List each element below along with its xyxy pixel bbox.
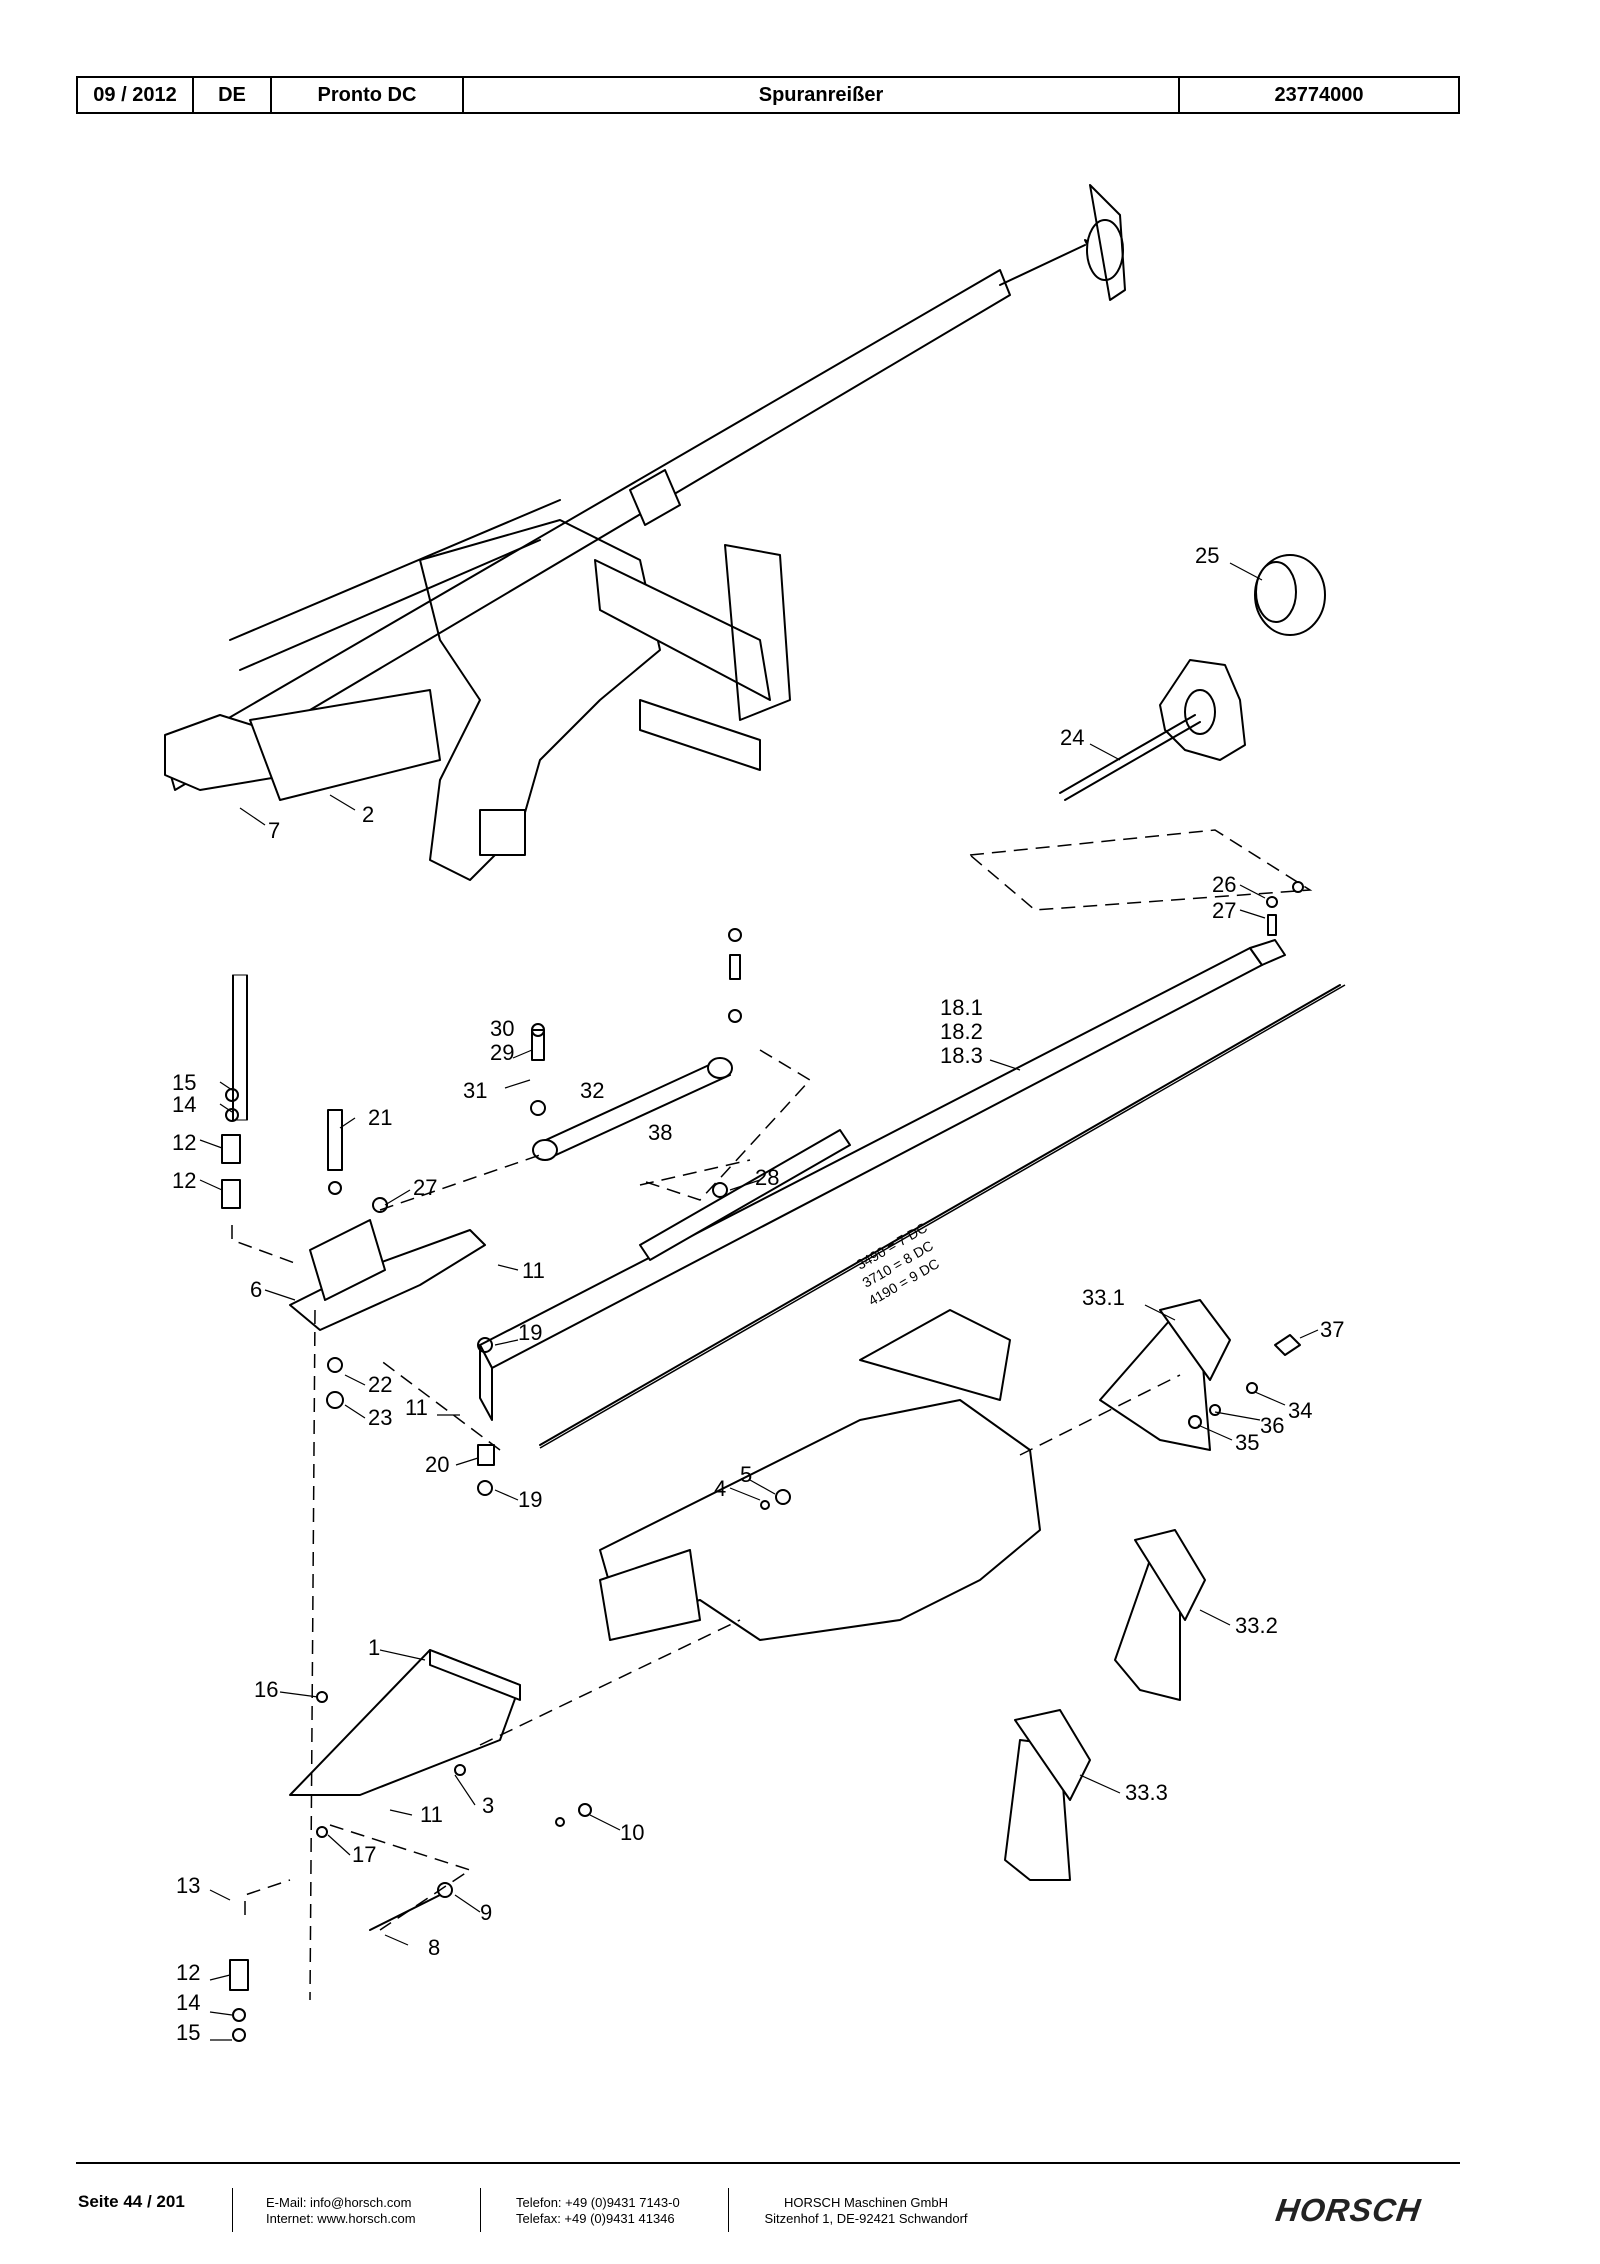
label-36: 36 [1260, 1413, 1284, 1438]
header-language: DE [194, 78, 272, 112]
label-31: 31 [463, 1078, 487, 1103]
label-34: 34 [1288, 1398, 1312, 1423]
footer-phone: Telefon: +49 (0)9431 7143-0 [516, 2195, 680, 2210]
link-arm [532, 1057, 733, 1161]
header-date: 09 / 2012 [78, 78, 194, 112]
footer-company: HORSCH Maschinen GmbH [784, 2195, 948, 2210]
label-26: 26 [1212, 872, 1236, 897]
scraper-bracket-33-2 [1114, 1529, 1206, 1701]
marker-beam [479, 939, 1341, 1446]
label-1: 1 [368, 1635, 380, 1660]
label-27-lower: 27 [413, 1175, 437, 1200]
footer-internet: Internet: www.horsch.com [266, 2211, 416, 2226]
label-6: 6 [250, 1277, 262, 1302]
label-33-1: 33.1 [1082, 1285, 1125, 1310]
scraper-bracket-33-1 [1099, 1299, 1231, 1451]
folded-marker-assembly [164, 184, 1126, 881]
label-11-bracket: 11 [522, 1258, 545, 1283]
label-4: 4 [714, 1476, 726, 1501]
label-12-lower: 12 [176, 1960, 200, 1985]
label-7: 7 [268, 818, 280, 843]
label-11-beam: 11 [405, 1395, 428, 1420]
label-25: 25 [1195, 543, 1219, 568]
label-24: 24 [1060, 725, 1084, 750]
assembly-dash-lines [231, 829, 1313, 2001]
footer-fax: Telefax: +49 (0)9431 41346 [516, 2211, 675, 2226]
page-number: Seite 44 / 201 [78, 2192, 185, 2211]
label-12-middle: 12 [172, 1168, 196, 1193]
label-12-upper: 12 [172, 1130, 196, 1155]
label-3: 3 [482, 1793, 494, 1818]
label-15-lower: 15 [176, 2020, 200, 2045]
label-35: 35 [1235, 1430, 1259, 1455]
header-title: Spuranreißer [464, 78, 1180, 112]
label-28: 28 [755, 1165, 779, 1190]
label-5: 5 [740, 1462, 752, 1487]
label-8: 8 [428, 1935, 440, 1960]
fasteners [221, 881, 1304, 2042]
label-29: 29 [490, 1040, 514, 1065]
label-33-3: 33.3 [1125, 1780, 1168, 1805]
footer-company-block: HORSCH Maschinen GmbH Sitzenhof 1, DE-92… [762, 2195, 970, 2227]
label-15-upper: 15 [172, 1070, 196, 1095]
label-23: 23 [368, 1405, 392, 1430]
footer-contact-phone: Telefon: +49 (0)9431 7143-0 Telefax: +49… [516, 2195, 680, 2227]
scraper-bracket-33-3 [1004, 1709, 1091, 1881]
header-table: 09 / 2012 DE Pronto DC Spuranreißer 2377… [76, 76, 1460, 114]
footer-separator [480, 2188, 481, 2232]
label-2: 2 [362, 802, 374, 827]
label-11-lower: 11 [420, 1802, 443, 1827]
label-22: 22 [368, 1372, 392, 1397]
label-20: 20 [425, 1452, 449, 1477]
header-part-number: 23774000 [1274, 83, 1364, 106]
label-9: 9 [480, 1900, 492, 1925]
label-27-upper: 27 [1212, 898, 1236, 923]
footer-contact-web: E-Mail: info@horsch.com Internet: www.ho… [266, 2195, 416, 2227]
label-13: 13 [176, 1873, 200, 1898]
label-10: 10 [620, 1820, 644, 1845]
footer-separator [728, 2188, 729, 2232]
header-model: Pronto DC [272, 78, 464, 112]
frame-section [599, 1309, 1041, 1641]
label-32: 32 [580, 1078, 604, 1103]
label-18-3: 18.3 [940, 1043, 983, 1068]
marker-disc-assembly [1059, 554, 1326, 801]
footer-rule [76, 2162, 1460, 2164]
footer-email: E-Mail: info@horsch.com [266, 2195, 412, 2210]
label-38: 38 [648, 1120, 672, 1145]
mounting-bracket [289, 1219, 486, 1331]
label-16: 16 [254, 1677, 278, 1702]
footer-address: Sitzenhof 1, DE-92421 Schwandorf [764, 2211, 968, 2226]
label-14-lower: 14 [176, 1990, 200, 2015]
label-19-upper: 19 [518, 1320, 542, 1345]
label-33-2: 33.2 [1235, 1613, 1278, 1638]
label-17: 17 [352, 1842, 376, 1867]
exploded-parts-drawing: 3490 = 7 DC 3710 = 8 DC 4190 = 9 DC [164, 184, 1346, 2045]
label-14-upper: 14 [172, 1092, 196, 1117]
leader-lines [199, 562, 1319, 2041]
label-18-1: 18.1 [940, 995, 983, 1020]
label-21: 21 [368, 1105, 392, 1130]
label-37: 37 [1320, 1317, 1344, 1342]
callout-labels: 25 24 7 2 26 27 18.1 18.2 18.3 30 29 31 … [172, 543, 1344, 2045]
label-30: 30 [490, 1016, 514, 1041]
horsch-logo: HORSCH [1273, 2192, 1424, 2228]
label-19-lower: 19 [518, 1487, 542, 1512]
lower-bracket [289, 1649, 521, 1796]
footer-separator [232, 2188, 233, 2232]
label-18-2: 18.2 [940, 1019, 983, 1044]
